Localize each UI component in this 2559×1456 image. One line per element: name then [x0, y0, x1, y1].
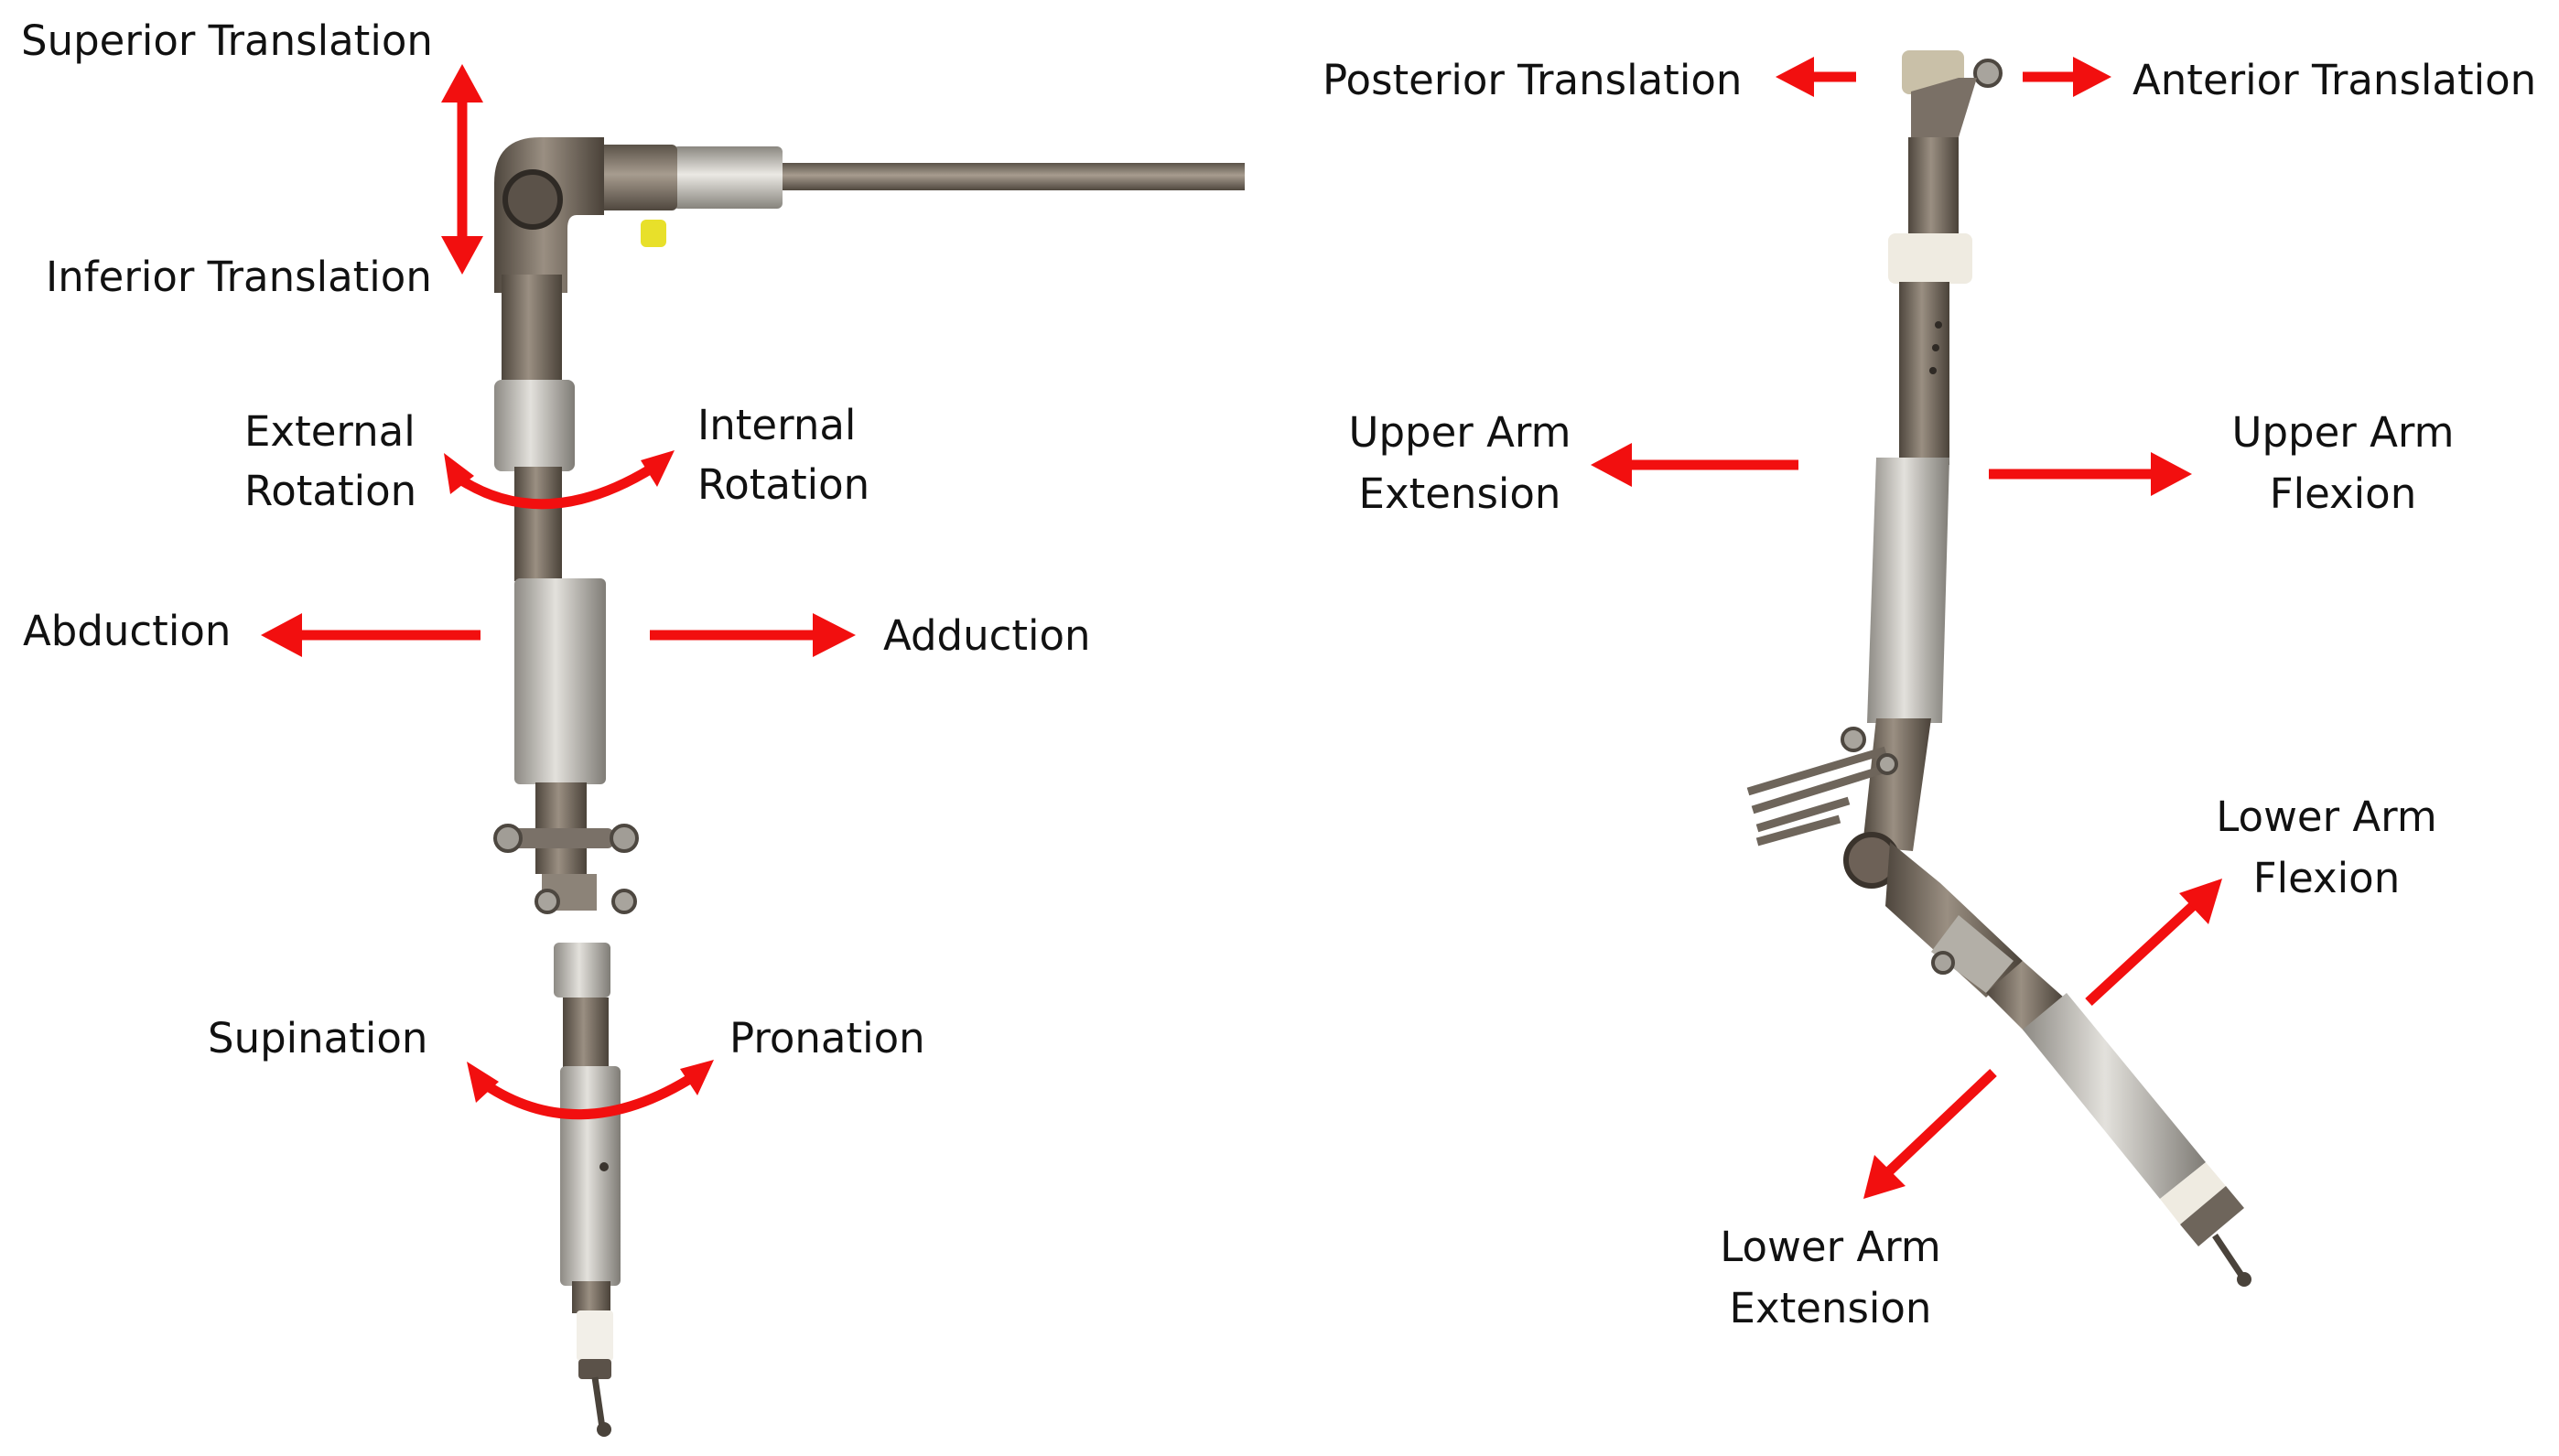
superior-arrowhead [441, 64, 483, 102]
lower-arm-flexion-arrowhead [2179, 879, 2222, 924]
forearm-sleeve [560, 1066, 621, 1286]
elbow-clamp [1746, 727, 1898, 847]
label-lower-arm-extension-line2: Extension [1730, 1284, 1932, 1332]
rotation-curve-upper [454, 462, 657, 510]
lower-knob-right [611, 889, 637, 914]
top-knob [1973, 59, 2003, 88]
yellow-pin [641, 220, 666, 247]
adduction-arrowhead [813, 613, 856, 657]
upper-cap-right [1888, 233, 1972, 284]
label-supination: Supination [208, 1014, 427, 1062]
forearm-probe-right [2212, 1234, 2245, 1278]
forearm-hole [599, 1162, 609, 1171]
forearm-tip-end [578, 1359, 611, 1379]
forearm-rod [563, 998, 609, 1071]
upper-arm-flexion-arrowhead [2151, 452, 2192, 496]
forearm-probe-tip-right [2237, 1272, 2251, 1287]
label-upper-arm-extension-line1: Upper Arm [1349, 408, 1571, 457]
forearm-probe [591, 1376, 606, 1429]
forearm-tip-cap [577, 1310, 613, 1361]
label-internal-rotation-line2: Rotation [697, 460, 869, 509]
mid-hole-3 [1929, 367, 1937, 374]
label-upper-arm-flexion-line1: Upper Arm [2232, 408, 2455, 457]
label-external-rotation-line1: External [244, 407, 416, 456]
forearm-tip-rod [572, 1281, 610, 1313]
label-upper-arm-extension-line2: Extension [1359, 469, 1561, 518]
forearm-knob-right [1931, 951, 1955, 975]
horizontal-rod [769, 163, 1245, 190]
forearm-cap-right [2160, 1162, 2226, 1224]
label-lower-arm-extension-line1: Lower Arm [1720, 1223, 1940, 1271]
label-upper-arm-flexion-line2: Flexion [2270, 469, 2416, 518]
mid-hole-1 [1935, 321, 1942, 329]
upper-rod-right [1908, 137, 1959, 243]
right-device-photo [1746, 50, 2251, 1287]
top-link [1911, 78, 1977, 137]
wrist-knob-left [493, 824, 523, 853]
rotation-curve-lower [481, 1071, 698, 1120]
label-internal-rotation-line1: Internal [697, 401, 856, 449]
internal-rotation-arrowhead [641, 450, 675, 487]
mid-rod [514, 467, 562, 581]
elbow-pivot [502, 169, 563, 230]
mid-rod-right [1899, 282, 1949, 465]
upper-collar [494, 380, 575, 471]
main-sleeve [514, 578, 606, 784]
label-lower-arm-flexion-line2: Flexion [2253, 854, 2400, 902]
label-pronation: Pronation [729, 1014, 925, 1062]
right-arrows [1591, 57, 2222, 1199]
supination-arrowhead [467, 1062, 499, 1103]
lower-arm-extension-arrowhead [1863, 1155, 1906, 1199]
wrist-knob-right [610, 824, 639, 853]
lower-arm-flexion-arrow [2085, 900, 2198, 1007]
left-device-photo [493, 137, 1245, 1437]
pronation-arrowhead [680, 1060, 714, 1095]
label-lower-arm-flexion-line1: Lower Arm [2216, 793, 2436, 841]
inferior-arrowhead [441, 236, 483, 275]
upper-rod [502, 275, 562, 394]
main-sleeve-right [1867, 458, 1949, 723]
forearm-sleeve-right [2023, 993, 2206, 1199]
horizontal-sleeve [673, 146, 783, 209]
abduction-arrowhead [261, 613, 302, 657]
anterior-arrowhead [2073, 57, 2111, 97]
elbow-rod-right [1863, 718, 1931, 851]
horizontal-collar [595, 145, 677, 210]
label-abduction: Abduction [23, 607, 231, 655]
lower-knob-left [534, 889, 560, 914]
label-anterior-translation: Anterior Translation [2132, 56, 2536, 104]
label-adduction: Adduction [883, 611, 1091, 660]
left-arrows [261, 64, 856, 1120]
posterior-arrowhead [1776, 57, 1814, 97]
forearm-end-right [2180, 1186, 2244, 1246]
lower-arm-extension-arrow [1885, 1069, 1997, 1175]
forearm-collar-right [1931, 915, 2014, 993]
forearm-probe-tip [597, 1422, 611, 1437]
wrist-bracket [513, 828, 613, 848]
forearm-collar [554, 943, 610, 998]
label-posterior-translation: Posterior Translation [1323, 56, 1742, 104]
label-inferior-translation: Inferior Translation [46, 253, 432, 301]
mid-hole-2 [1932, 344, 1939, 351]
upper-arm-extension-arrowhead [1591, 443, 1632, 487]
external-rotation-arrowhead [444, 453, 474, 494]
left-labels: Superior Translation Inferior Translatio… [21, 16, 1091, 1062]
right-labels: Posterior Translation Anterior Translati… [1323, 56, 2536, 1332]
label-superior-translation: Superior Translation [21, 16, 433, 65]
label-external-rotation-line2: Rotation [244, 467, 416, 515]
